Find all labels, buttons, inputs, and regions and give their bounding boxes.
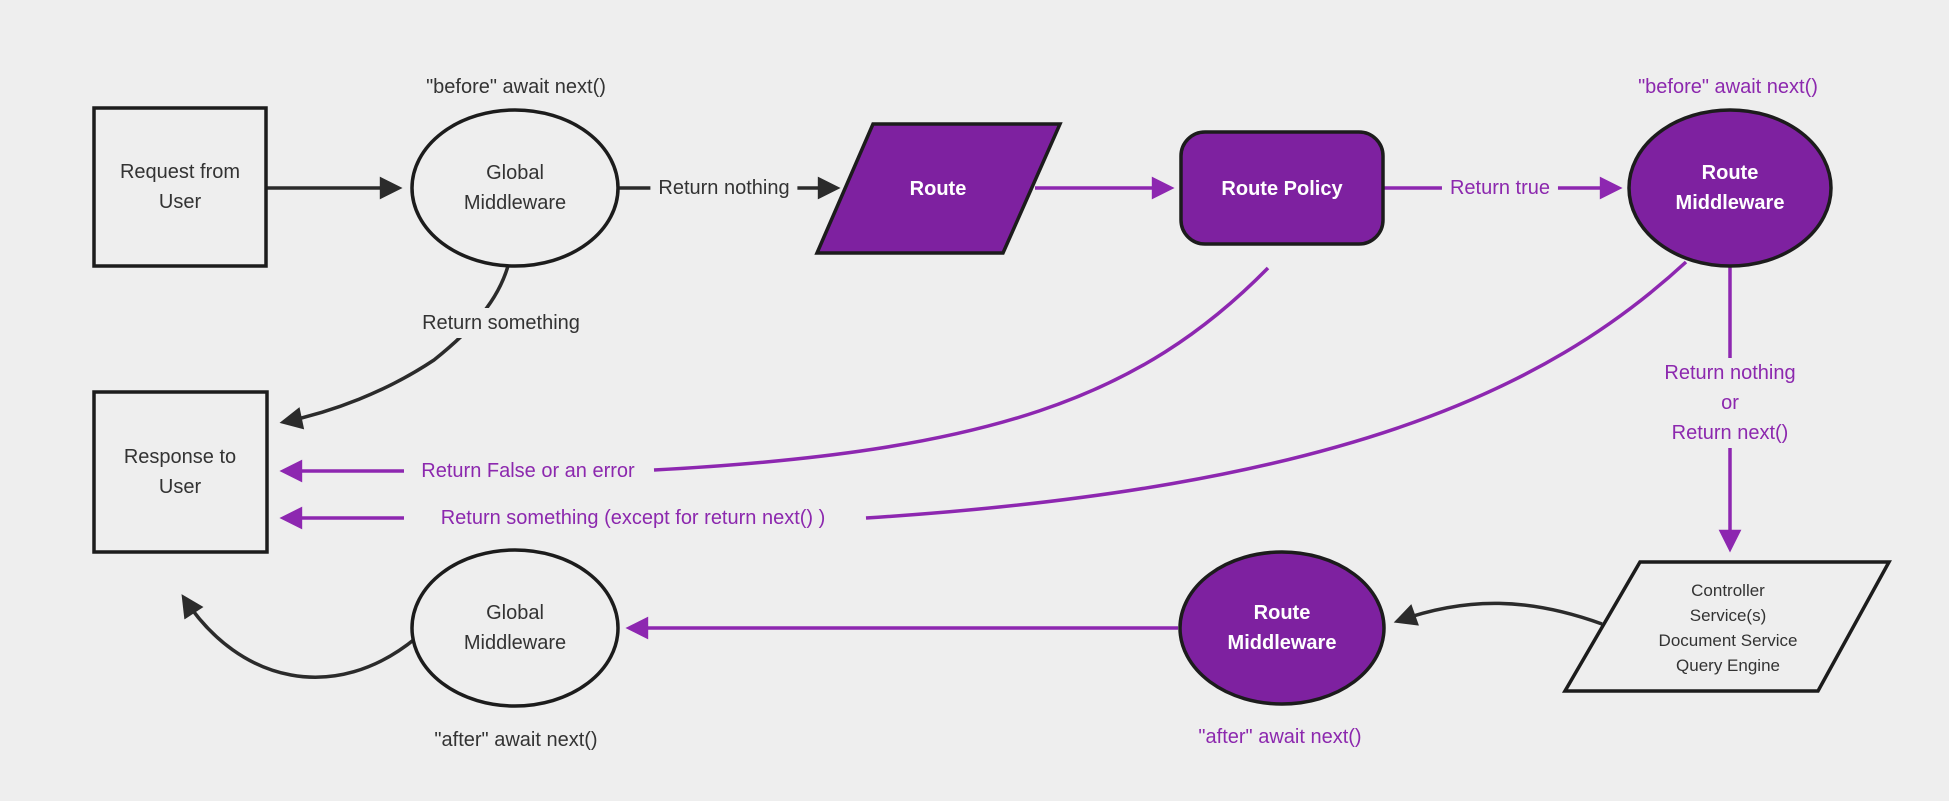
global-middleware-top-shape: [410, 108, 620, 268]
route-middleware-bottom-shape: [1178, 550, 1386, 706]
route-parallelogram-shape: [814, 122, 1063, 255]
edge-global-middleware-bottom-to-response: [181, 594, 418, 679]
route-middleware-top-shape: [1627, 108, 1833, 268]
response-box-shape: [92, 390, 269, 554]
edge-route-middleware-return-something-curve: [865, 260, 1688, 520]
controller-parallelogram-shape: [1561, 560, 1892, 693]
global-middleware-bottom-shape: [410, 548, 620, 708]
edge-route-policy-return-false-curve: [653, 266, 1270, 472]
edge-controller-to-route-middleware-bottom: [1393, 601, 1603, 626]
edge-global-middleware-return-something-to-response: [279, 265, 510, 430]
request-box-shape: [92, 106, 268, 268]
route-policy-shape: [1179, 130, 1385, 246]
